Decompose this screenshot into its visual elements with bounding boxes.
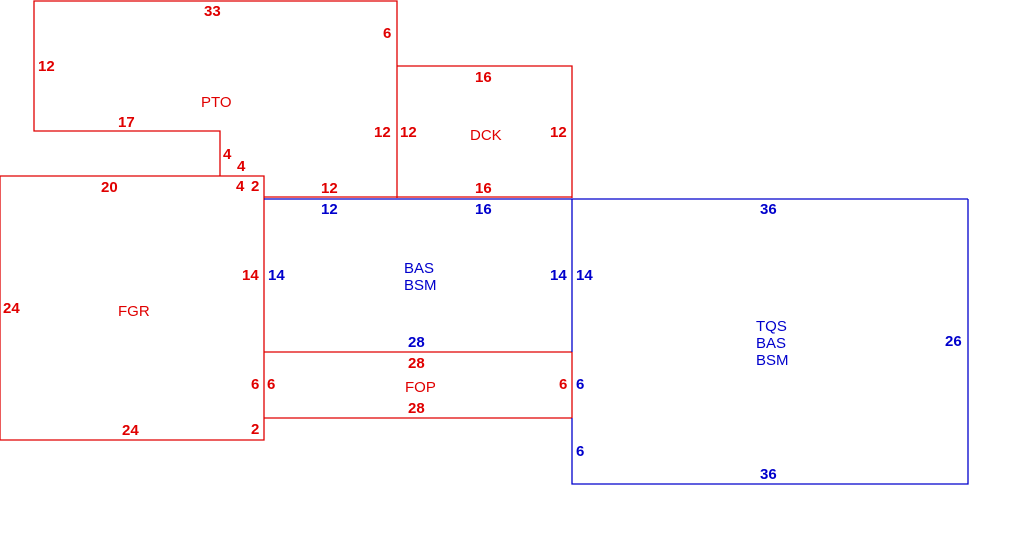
fgr-dim-bottom-right: 2	[251, 421, 259, 438]
tqs-dim-left-upper: 14	[576, 267, 593, 284]
tqs-dim-left-lower: 6	[576, 443, 584, 460]
pto-dim-step-h: 4	[237, 158, 246, 175]
fgr-dim-bottom: 24	[122, 422, 139, 439]
bas-code-1: BAS	[404, 260, 434, 277]
dck-dim-right: 12	[550, 124, 567, 141]
pto-dim-right-upper: 6	[383, 25, 391, 42]
bas-dim-top-mid: 16	[475, 201, 492, 218]
fop-dim-left: 6	[267, 376, 275, 393]
bas-dim-right: 14	[550, 267, 567, 284]
tqs-dim-bottom: 36	[760, 466, 777, 483]
fgr-code: FGR	[118, 303, 150, 320]
tqs-dim-top: 36	[760, 201, 777, 218]
tqs-code-3: BSM	[756, 352, 789, 369]
tqs-code-1: TQS	[756, 318, 787, 335]
fop-dim-top: 28	[408, 355, 425, 372]
dck-dim-top: 16	[475, 69, 492, 86]
fop-code: FOP	[405, 379, 436, 396]
fgr-dim-right-upper: 14	[242, 267, 259, 284]
dck-dim-left: 12	[400, 124, 417, 141]
tqs-outline	[571, 199, 969, 485]
pto-dim-top: 33	[204, 3, 221, 20]
fgr-dim-top-right-b: 2	[251, 178, 259, 195]
bas-dim-top-red: 12	[321, 180, 338, 197]
dck-code: DCK	[470, 127, 502, 144]
tqs-dim-right: 26	[945, 333, 962, 350]
dck-outline	[397, 65, 573, 198]
pto-dim-step-v: 4	[223, 146, 232, 163]
fop-dim-bottom: 28	[408, 400, 425, 417]
pto-outline	[33, 0, 398, 198]
fgr-dim-right-lower: 6	[251, 376, 259, 393]
fgr-dim-top-right-a: 4	[236, 178, 245, 195]
pto-dim-right: 12	[374, 124, 391, 141]
dck-dim-bottom: 16	[475, 180, 492, 197]
bas-dim-bottom: 28	[408, 334, 425, 351]
fgr-dim-top: 20	[101, 179, 118, 196]
fop-dim-right: 6	[559, 376, 567, 393]
bas-dim-top-blue: 12	[321, 201, 338, 218]
pto-dim-bottom: 17	[118, 114, 135, 131]
bas-code-2: BSM	[404, 277, 437, 294]
pto-dim-left: 12	[38, 58, 55, 75]
fgr-dim-left: 24	[3, 300, 20, 317]
pto-code: PTO	[201, 94, 232, 111]
bas-dim-left: 14	[268, 267, 285, 284]
tqs-dim-left-mid: 6	[576, 376, 584, 393]
fgr-outline	[0, 175, 265, 441]
tqs-code-2: BAS	[756, 335, 786, 352]
